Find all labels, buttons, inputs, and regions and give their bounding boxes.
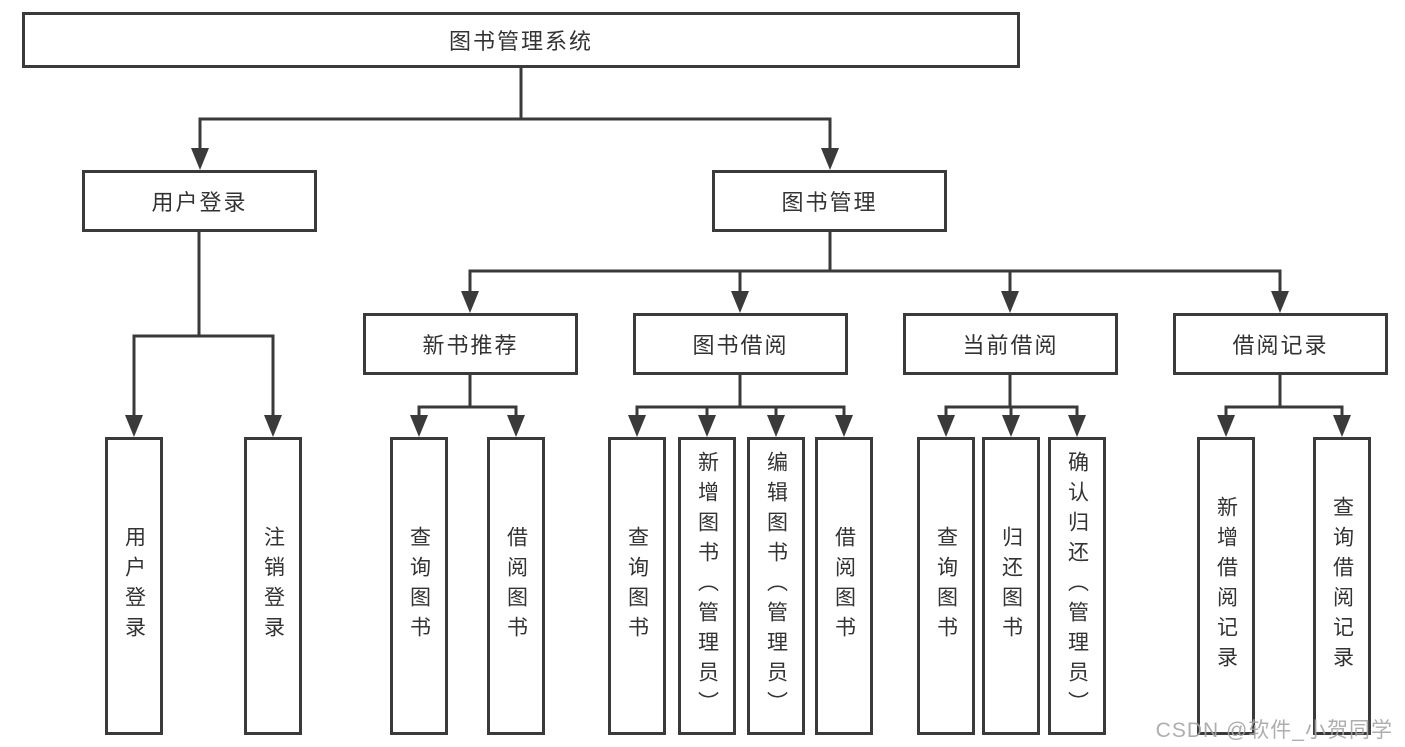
arrowhead-icon	[698, 415, 716, 437]
arrowhead-icon	[1068, 415, 1086, 437]
arrowhead-icon	[1271, 291, 1289, 313]
node-book-borrowing: 图书借阅	[633, 313, 848, 375]
leaf-logout: 注销登录	[244, 437, 302, 735]
leaf-query-books-recommend: 查询图书	[390, 437, 448, 735]
arrowhead-icon	[731, 291, 749, 313]
arrowhead-icon	[1217, 415, 1235, 437]
arrowhead-icon	[1001, 291, 1019, 313]
leaf-user-login: 用户登录	[105, 437, 163, 735]
arrowhead-icon	[264, 415, 282, 437]
leaf-borrow-books-borrowing: 借阅图书	[815, 437, 873, 735]
arrowhead-icon	[767, 415, 785, 437]
leaf-add-borrow-record: 新增借阅记录	[1197, 437, 1255, 735]
leaf-edit-book-admin: 编辑图书（管理员）	[747, 437, 805, 735]
leaf-borrow-books-recommend: 借阅图书	[487, 437, 545, 735]
leaf-add-book-admin: 新增图书（管理员）	[678, 437, 736, 735]
leaf-query-books-borrowing: 查询图书	[608, 437, 666, 735]
arrowhead-icon	[191, 148, 209, 170]
node-new-book-recommendation: 新书推荐	[363, 313, 578, 375]
arrowhead-icon	[125, 415, 143, 437]
leaf-query-borrow-record: 查询借阅记录	[1313, 437, 1371, 735]
csdn-watermark: CSDN @软件_小贺同学	[1155, 719, 1393, 742]
node-book-management: 图书管理	[712, 170, 947, 232]
leaf-query-books-current: 查询图书	[917, 437, 975, 735]
leaf-confirm-return-admin: 确认归还（管理员）	[1048, 437, 1106, 735]
arrowhead-icon	[1002, 415, 1020, 437]
arrowhead-icon	[835, 415, 853, 437]
node-current-borrowing: 当前借阅	[903, 313, 1118, 375]
node-borrowing-records: 借阅记录	[1173, 313, 1388, 375]
tree-connector-paths	[132, 68, 1344, 418]
leaf-return-books: 归还图书	[982, 437, 1040, 735]
arrowhead-icon	[628, 415, 646, 437]
arrowhead-icon	[410, 415, 428, 437]
arrowhead-icon	[821, 148, 839, 170]
node-book-management-system: 图书管理系统	[22, 12, 1020, 68]
arrowhead-icon	[1333, 415, 1351, 437]
arrowhead-icon	[507, 415, 525, 437]
arrowhead-icon	[937, 415, 955, 437]
node-user-login: 用户登录	[82, 170, 317, 232]
arrowhead-icon	[461, 291, 479, 313]
